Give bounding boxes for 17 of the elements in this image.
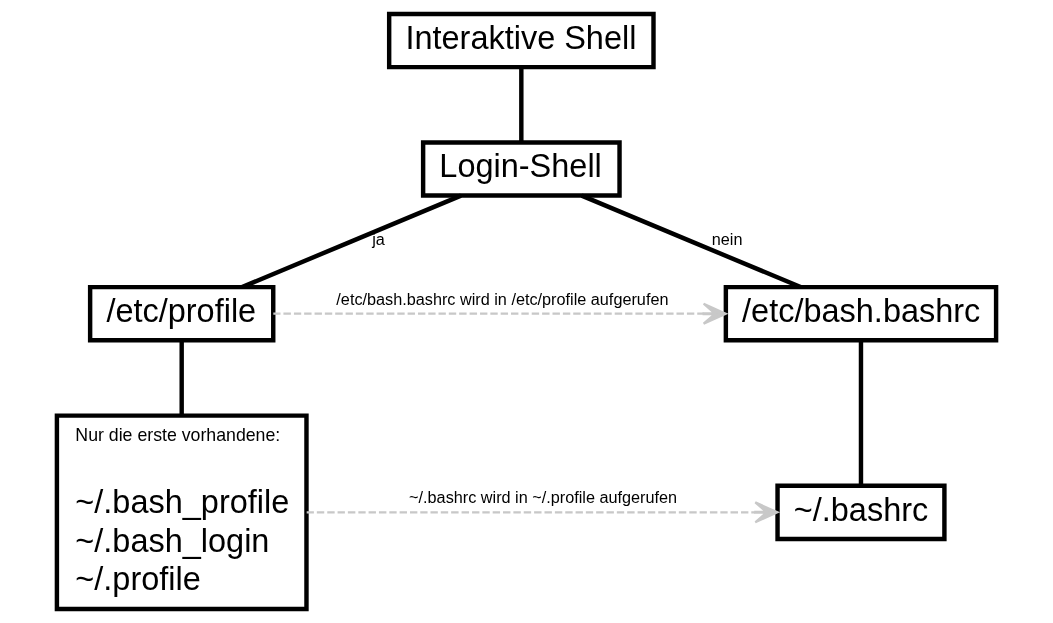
node-box: /etc/bash.bashrc (723, 284, 999, 343)
node-box: /etc/profile (87, 284, 276, 343)
node-box: Interaktive Shell (386, 11, 656, 70)
connector (241, 193, 462, 290)
node-box: Login-Shell (420, 140, 622, 198)
arrow (273, 302, 727, 325)
node-box: Nur die erste vorhandene: ~/.bash_profile ~/.bash_login ~/.profile (54, 413, 309, 612)
edge-label: nein (711, 230, 743, 249)
edge-label: ja (372, 230, 385, 249)
connector (179, 340, 184, 416)
connector (580, 193, 802, 290)
connector (858, 340, 864, 486)
edge-label: /etc/bash.bashrc wird in /etc/profile aufgerufen (336, 289, 669, 308)
node-box: ~/.bashrc (775, 483, 947, 542)
connector (519, 67, 524, 143)
arrow (306, 501, 779, 524)
edge-label: ~/.bashrc wird in ~/.profile aufgerufen (409, 488, 678, 507)
